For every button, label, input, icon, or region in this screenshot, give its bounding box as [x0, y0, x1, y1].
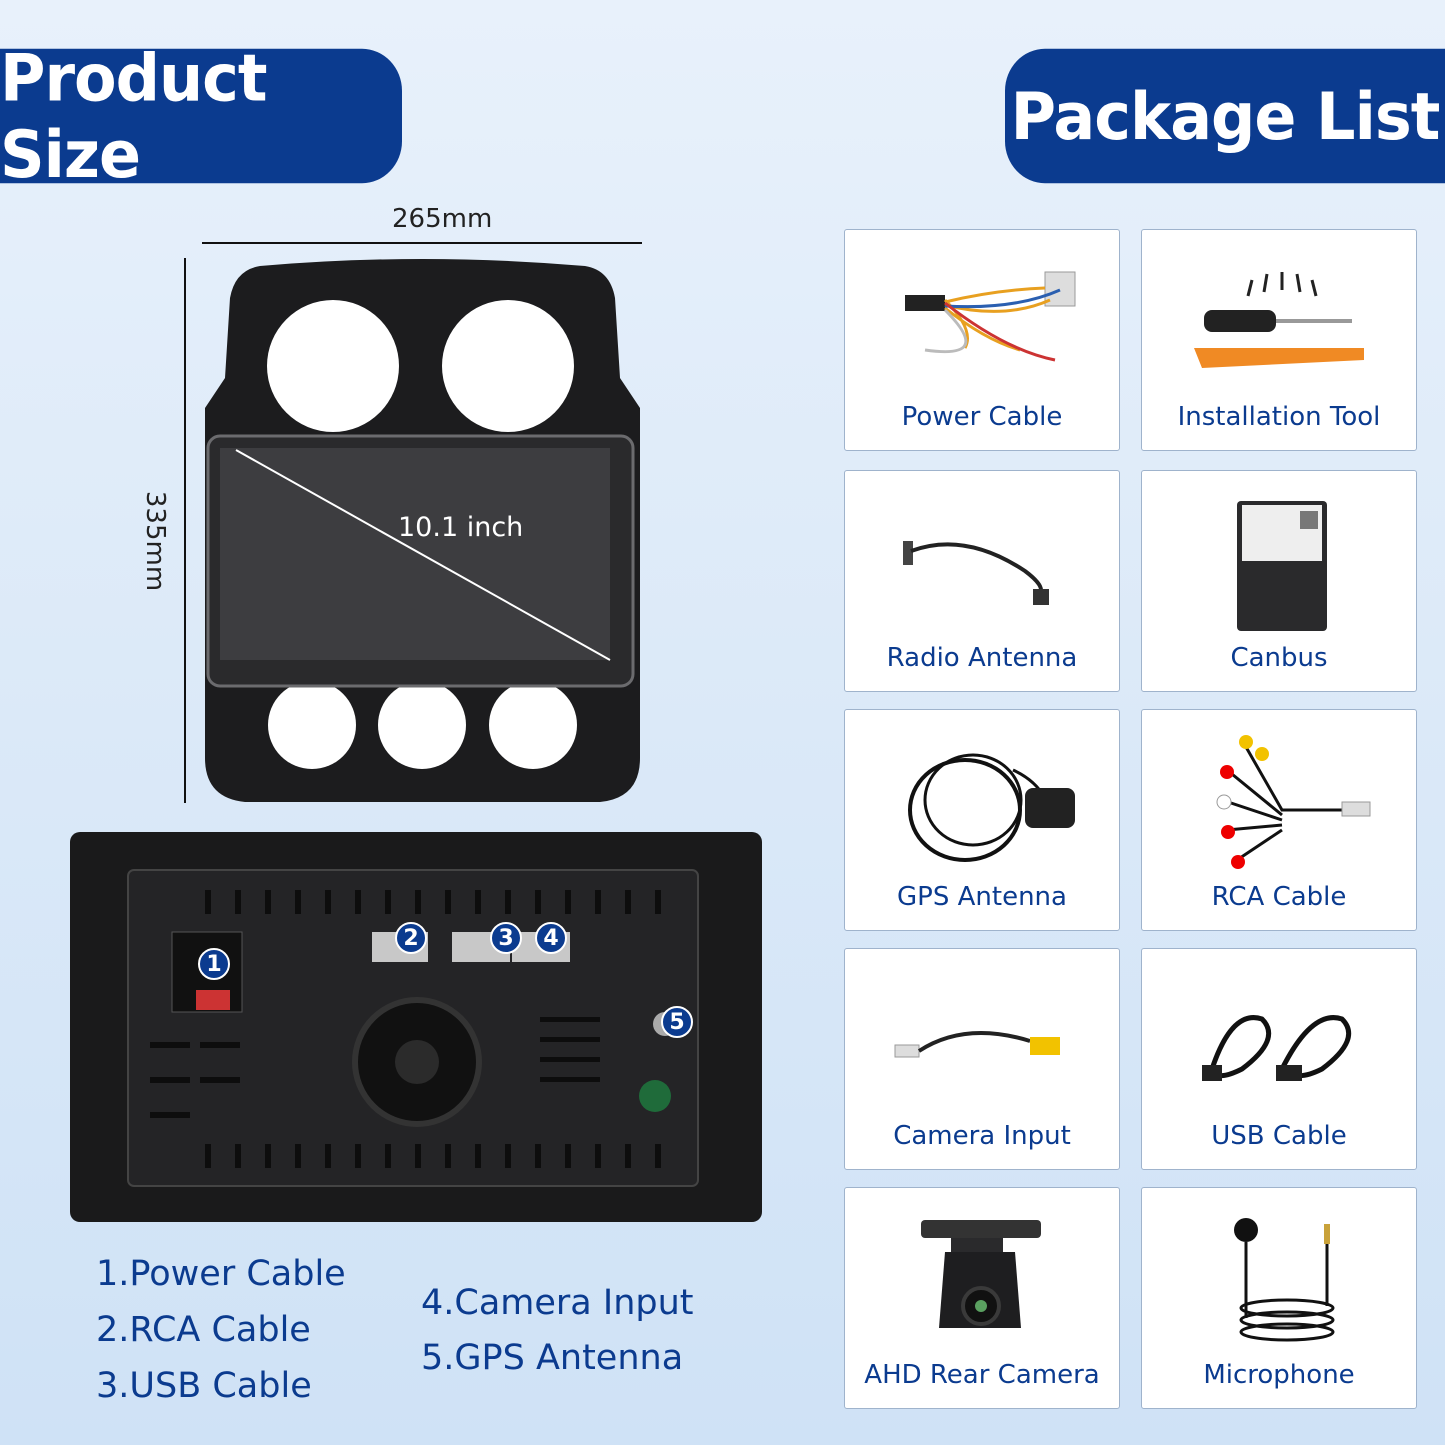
package-label: Microphone [1203, 1360, 1355, 1390]
power-cable-icon [905, 271, 1076, 362]
usb-cable-icon [1202, 1015, 1352, 1081]
microphone-icon [1234, 1218, 1335, 1342]
package-label: Installation Tool [1177, 402, 1381, 432]
package-card-canbus: Canbus [1141, 470, 1417, 692]
package-card-microphone: Microphone [1141, 1187, 1417, 1409]
port-badge-1: 1 [198, 948, 230, 980]
package-label: USB Cable [1211, 1121, 1347, 1151]
radio-antenna-icon [903, 541, 1049, 605]
canbus-icon [1237, 501, 1327, 631]
rear-camera-icon [921, 1220, 1041, 1328]
package-card-rear-camera: AHD Rear Camera [844, 1187, 1120, 1409]
package-card-usb-cable: USB Cable [1141, 948, 1417, 1170]
height-dimension-label: 335mm [140, 490, 170, 592]
package-card-installation-tool: Installation Tool [1141, 229, 1417, 451]
package-card-gps-antenna: GPS Antenna [844, 709, 1120, 931]
package-label: GPS Antenna [897, 882, 1067, 912]
package-label: Camera Input [893, 1121, 1071, 1151]
legend-item-2: 2.RCA Cable [96, 1310, 311, 1350]
package-list-title: Package List [1010, 77, 1441, 155]
legend-item-3: 3.USB Cable [96, 1366, 312, 1406]
width-dimension-line [202, 242, 642, 244]
screen-size-label: 10.1 inch [398, 512, 524, 543]
camera-input-icon [894, 1031, 1060, 1058]
package-label: Canbus [1230, 643, 1328, 673]
height-dimension-line [184, 258, 186, 803]
stereo-rear-panel [70, 832, 762, 1222]
package-card-power-cable: Power Cable [844, 229, 1120, 451]
package-label: Radio Antenna [886, 643, 1078, 673]
package-label: RCA Cable [1211, 882, 1347, 912]
package-card-rca-cable: RCA Cable [1141, 709, 1417, 931]
product-size-title: Product Size [0, 39, 268, 193]
port-badge-2: 2 [395, 922, 427, 954]
package-label: Power Cable [901, 402, 1063, 432]
product-size-banner: Product Size [0, 39, 402, 193]
package-label: AHD Rear Camera [864, 1360, 1100, 1390]
installation-tool-icon [1194, 272, 1364, 368]
stereo-front-panel [205, 259, 640, 802]
port-badge-5: 5 [661, 1006, 693, 1038]
package-card-camera-input: Camera Input [844, 948, 1120, 1170]
legend-item-4: 4.Camera Input [421, 1283, 694, 1323]
gps-antenna-icon [908, 753, 1075, 862]
package-list-banner: Package List [1005, 48, 1445, 184]
rca-cable-icon [1216, 735, 1371, 869]
legend-item-1: 1.Power Cable [96, 1254, 346, 1294]
width-dimension-label: 265mm [392, 204, 493, 234]
port-badge-3: 3 [490, 922, 522, 954]
port-badge-4: 4 [535, 922, 567, 954]
package-card-radio-antenna: Radio Antenna [844, 470, 1120, 692]
legend-item-5: 5.GPS Antenna [421, 1338, 684, 1378]
